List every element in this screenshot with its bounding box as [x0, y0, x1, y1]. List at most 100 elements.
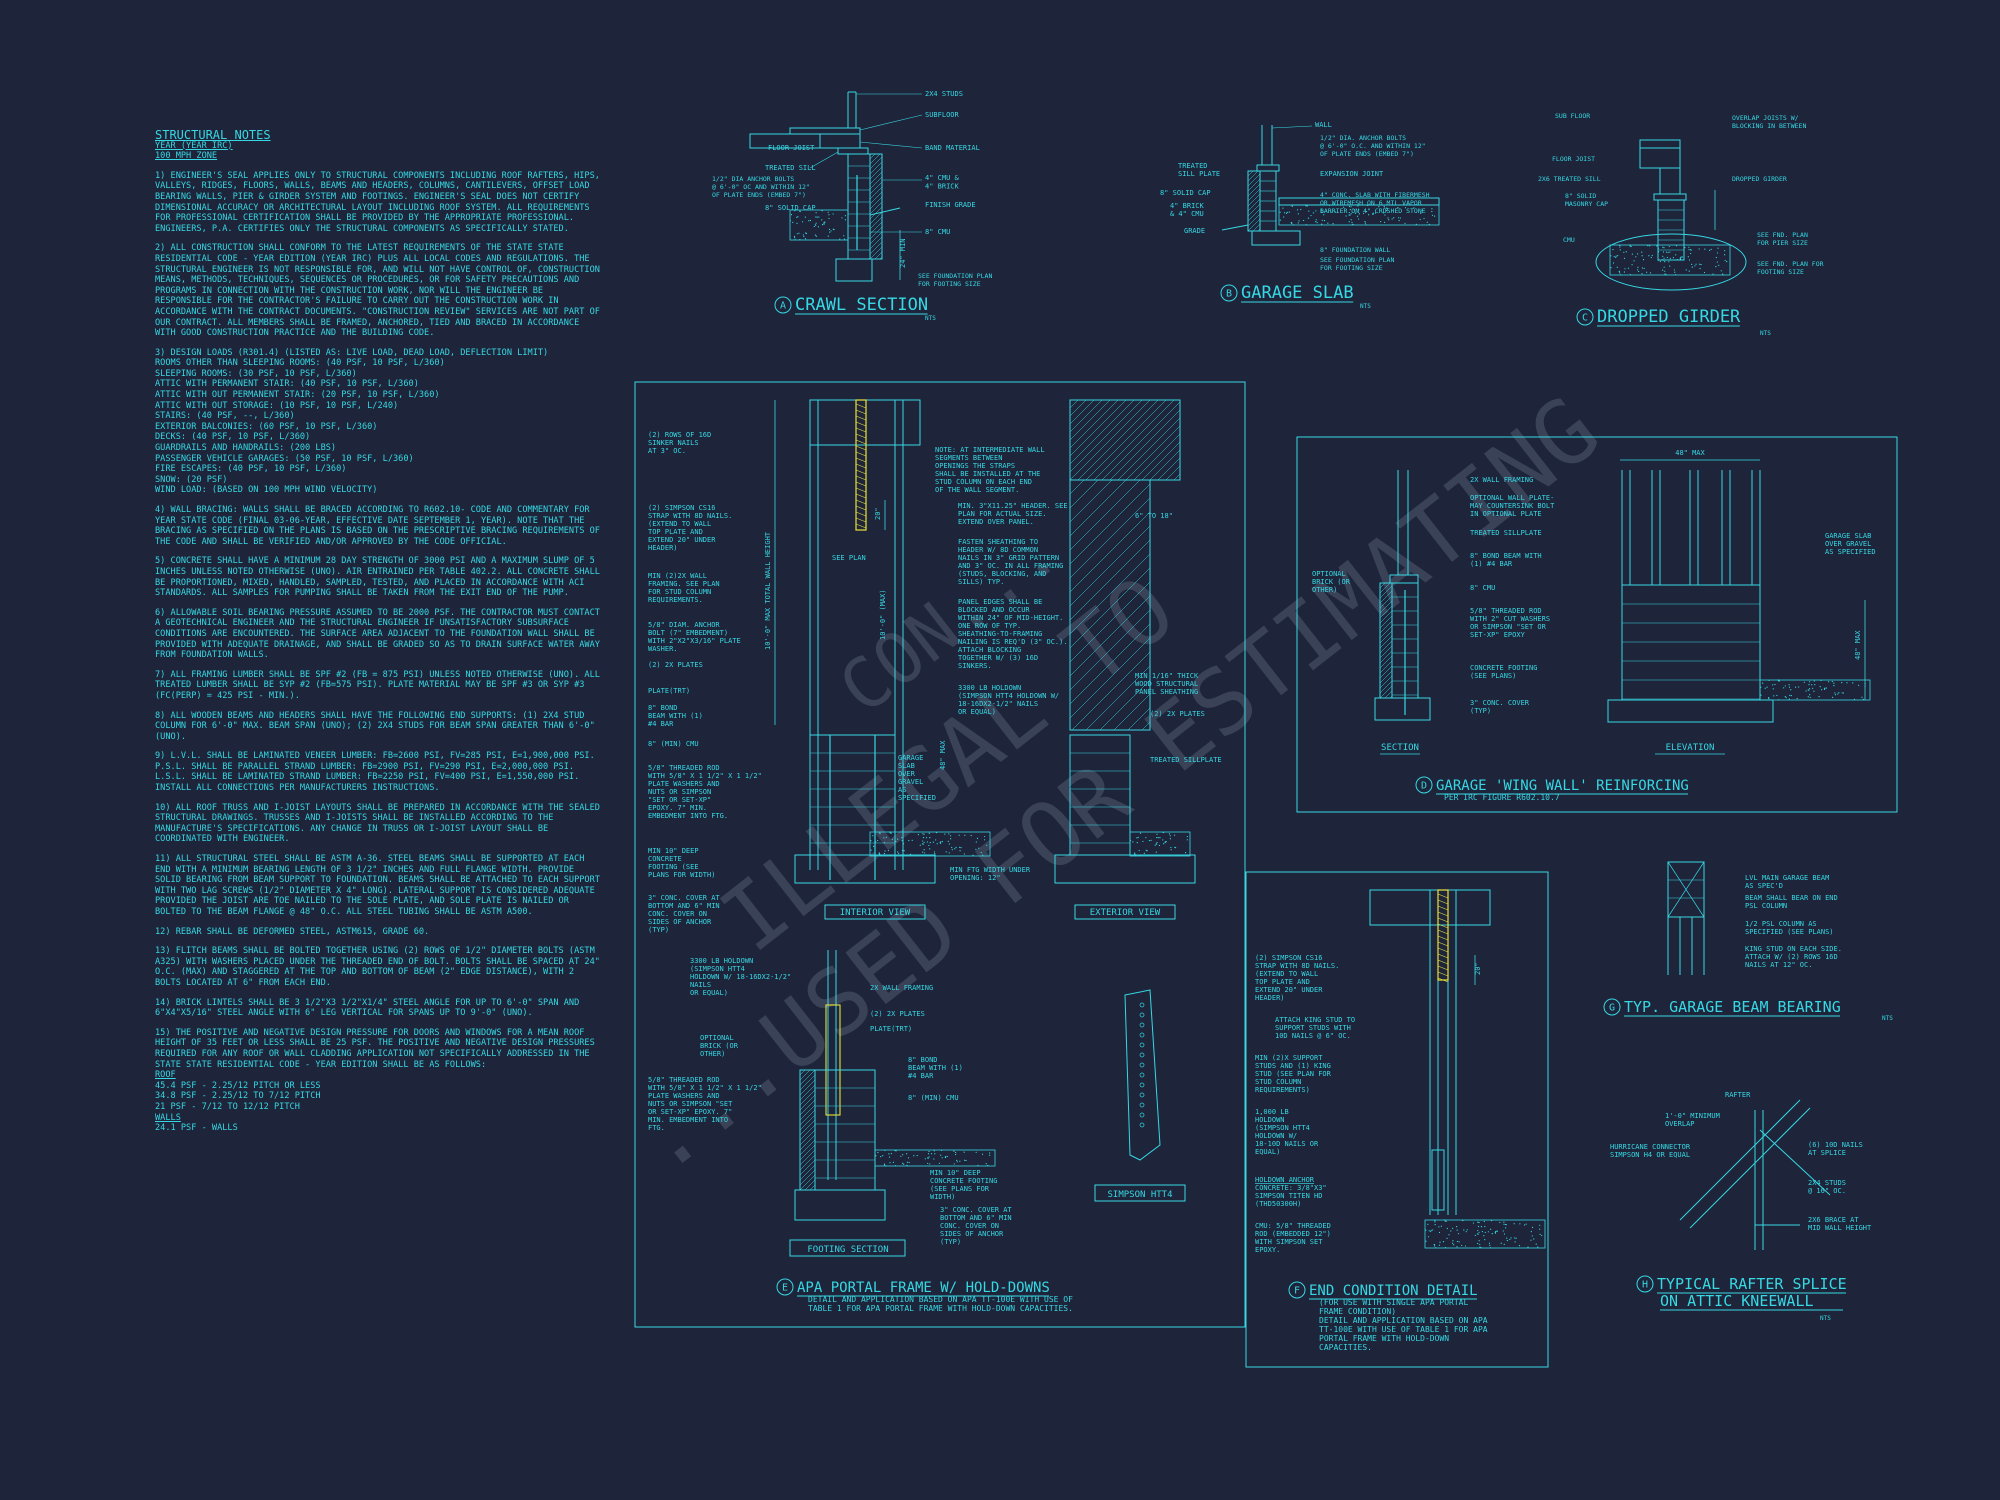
elevation-slab-speck: [1841, 682, 1843, 684]
brick-veneer-hatch: [869, 236, 883, 250]
end-footing-speck: [1541, 1234, 1543, 1237]
garage-slab-gravel-speck: [948, 833, 950, 835]
elevation-slab-speck: [1861, 696, 1863, 698]
strap-hatch: [1437, 893, 1449, 899]
crushed-stone-speck: [1426, 221, 1428, 223]
elevation-slab-speck: [1853, 698, 1856, 700]
detail-h-title2: ON ATTIC KNEEWALL: [1660, 1292, 1814, 1310]
crawl-grade-speck: [804, 238, 807, 240]
elevation-slab-speck: [1768, 696, 1770, 699]
callout-mid: AND 3" OC. IN ALL FRAMING: [958, 562, 1063, 570]
end-footing-speck: [1490, 1228, 1492, 1230]
callout: 4" BRICK: [1170, 202, 1205, 210]
footing-stipple-speck: [1641, 255, 1643, 257]
elevation-slab-speck: [1813, 680, 1815, 682]
elevation-slab-speck: [1820, 679, 1822, 682]
exterior-sheathing-hatch: [1069, 595, 1151, 677]
callout-footing: 5/8" THREADED ROD: [648, 1076, 720, 1084]
callout-mid: BLOCKED AND OCCUR: [958, 606, 1030, 614]
garage-slab-gravel-speck: [964, 834, 966, 836]
footing-stipple-speck: [1675, 254, 1677, 256]
footing-stipple-outline: [1609, 244, 1731, 276]
end-footing-speck: [1503, 1221, 1505, 1223]
callout-left: SINKER NAILS: [648, 439, 699, 447]
footing-slab-speck: [924, 1158, 926, 1160]
end-footing-speck: [1456, 1240, 1459, 1243]
footing-stipple-speck: [1691, 266, 1693, 268]
crawl-grade-speck: [797, 216, 799, 218]
callout-mid: SLAB: [898, 762, 915, 770]
elevation-slab-outline: [1759, 679, 1871, 701]
crushed-stone-speck: [1351, 221, 1353, 224]
callout: AT SPLICE: [1808, 1149, 1846, 1157]
footing-stipple-speck: [1699, 263, 1701, 265]
brick-veneer: [869, 153, 883, 260]
footing-stipple-speck: [1664, 273, 1666, 275]
crushed-stone-speck: [1391, 218, 1393, 220]
end-footing-speck: [1434, 1223, 1436, 1226]
crushed-stone-speck: [1356, 215, 1359, 217]
callout: 10d NAILS @ 6" OC.: [1275, 1032, 1351, 1040]
detail-e-title-letter: E: [782, 1283, 788, 1294]
detail-d-frame: [1296, 436, 1898, 813]
footing-stipple-speck: [1690, 249, 1692, 251]
footing-stipple-speck: [1724, 250, 1726, 252]
footing-section-tag: [789, 1239, 906, 1257]
exterior-sheathing-hatch: [1099, 679, 1151, 731]
beam-x: [1667, 861, 1705, 918]
end-footing-speck: [1433, 1245, 1436, 1247]
footing-slab-speck: [906, 1161, 909, 1163]
callout: 1/2" DIA. ANCHOR BOLTS: [1320, 134, 1406, 142]
crawl-grade-speck: [823, 223, 825, 225]
footing-stipple-speck: [1615, 255, 1617, 257]
footing-stipple-speck: [1662, 255, 1664, 257]
elevation-slab-speck: [1760, 686, 1762, 688]
crushed-stone-speck: [1420, 212, 1422, 214]
end-footing-speck: [1489, 1244, 1491, 1246]
exterior-sheathing-hatch: [1069, 539, 1151, 621]
footing-stipple: [1609, 244, 1731, 276]
garage-slab-gravel-speck: [980, 852, 982, 854]
dim-label: 48" MAX: [1854, 630, 1862, 660]
footing-stipple-speck: [1650, 256, 1652, 259]
crushed-stone-speck: [1348, 221, 1350, 223]
end-footing-speck: [1430, 1229, 1432, 1231]
garage-slab-gravel-speck: [902, 843, 905, 845]
footing-slab-speck: [953, 1163, 955, 1165]
brick-veneer-hatch: [869, 211, 883, 225]
end-footing-speck: [1510, 1237, 1512, 1239]
elevation-cmu-outline: [1621, 584, 1761, 701]
callout-footing: BOTTOM AND 6" MIN: [940, 1214, 1012, 1222]
footing-stipple-speck: [1627, 267, 1630, 269]
end-footing-speck: [1453, 1244, 1455, 1246]
callout-left: (2) SIMPSON CS16: [648, 504, 715, 512]
callout-left: (2) 2x PLATES: [648, 661, 703, 669]
section-label: SECTION: [1381, 743, 1419, 753]
end-footing-speck: [1465, 1231, 1467, 1233]
footing-brick-hatch: [799, 1169, 816, 1186]
htt4-nail-hole: [1139, 1032, 1145, 1038]
footing-slab-speck: [908, 1161, 910, 1164]
exterior-sheathing-hatch: [1069, 623, 1151, 705]
garage-slab-gravel-speck: [928, 844, 930, 847]
footing-brick-hatch: [799, 1084, 816, 1101]
elevation-slab-speck: [1784, 696, 1786, 698]
elevation-slab-speck: [1790, 695, 1792, 697]
notes-title: STRUCTURAL NOTES: [155, 128, 271, 142]
elevation-slab-speck: [1833, 682, 1835, 684]
footing-stipple-speck: [1687, 256, 1689, 258]
crushed-stone-speck: [1415, 223, 1417, 225]
detail-e-frame: [634, 381, 1246, 1328]
elevation-slab-speck: [1808, 688, 1811, 690]
end-footing-speck: [1514, 1241, 1516, 1243]
footing-stipple-speck: [1630, 245, 1632, 248]
callout: IN OPTIONAL PLATE: [1470, 510, 1542, 518]
elevation-slab-speck: [1818, 696, 1820, 698]
footing-stipple-speck: [1612, 249, 1614, 251]
garage-slab-gravel-speck: [924, 854, 926, 856]
end-footing-speck: [1438, 1226, 1440, 1228]
callout: TOP PLATE AND: [1255, 978, 1310, 986]
exterior-sheathing-hatch: [1069, 479, 1127, 537]
callout-mid: NAILING IS REQ'D (3" OC.).: [958, 638, 1068, 646]
